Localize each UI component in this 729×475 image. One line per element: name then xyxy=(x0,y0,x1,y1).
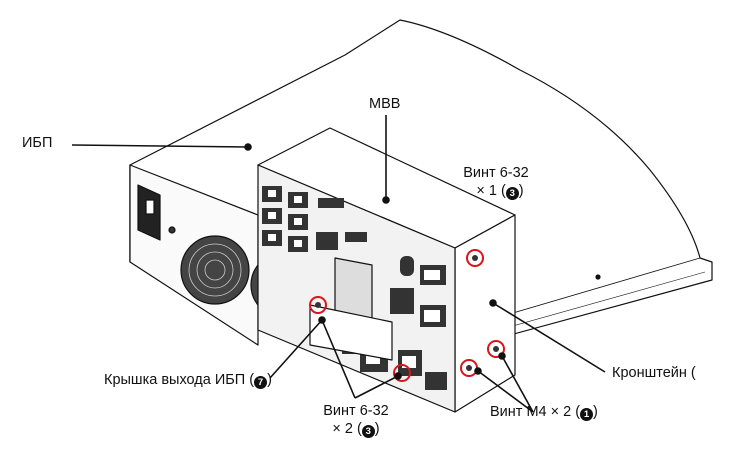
screw-bottom-label: Винт 6-32 × 2 (3) xyxy=(306,402,406,438)
ups-label: ИБП xyxy=(22,135,53,151)
screw-m4-label: Винт M4 × 2 (1) xyxy=(490,404,598,421)
screw-top-label: Винт 6-32 × 1 (3) xyxy=(446,164,546,200)
screw-highlights xyxy=(309,249,505,382)
output-cover-label: Крышка выхода ИБП (7) xyxy=(104,372,272,389)
m4-number-badge: 1 xyxy=(580,408,594,421)
screw-top-line2: × 1 (3) xyxy=(476,183,524,200)
bracket-label: Кронштейн ( xyxy=(612,365,696,381)
mbb-label: МВВ xyxy=(369,96,401,112)
screw-bottom-line2: × 2 (3) xyxy=(332,421,380,438)
cover-number-badge: 7 xyxy=(254,376,268,389)
leader-lines xyxy=(71,115,606,413)
screw-bottom-line1: Винт 6-32 xyxy=(323,403,389,419)
screw-top-line1: Винт 6-32 xyxy=(463,165,529,181)
